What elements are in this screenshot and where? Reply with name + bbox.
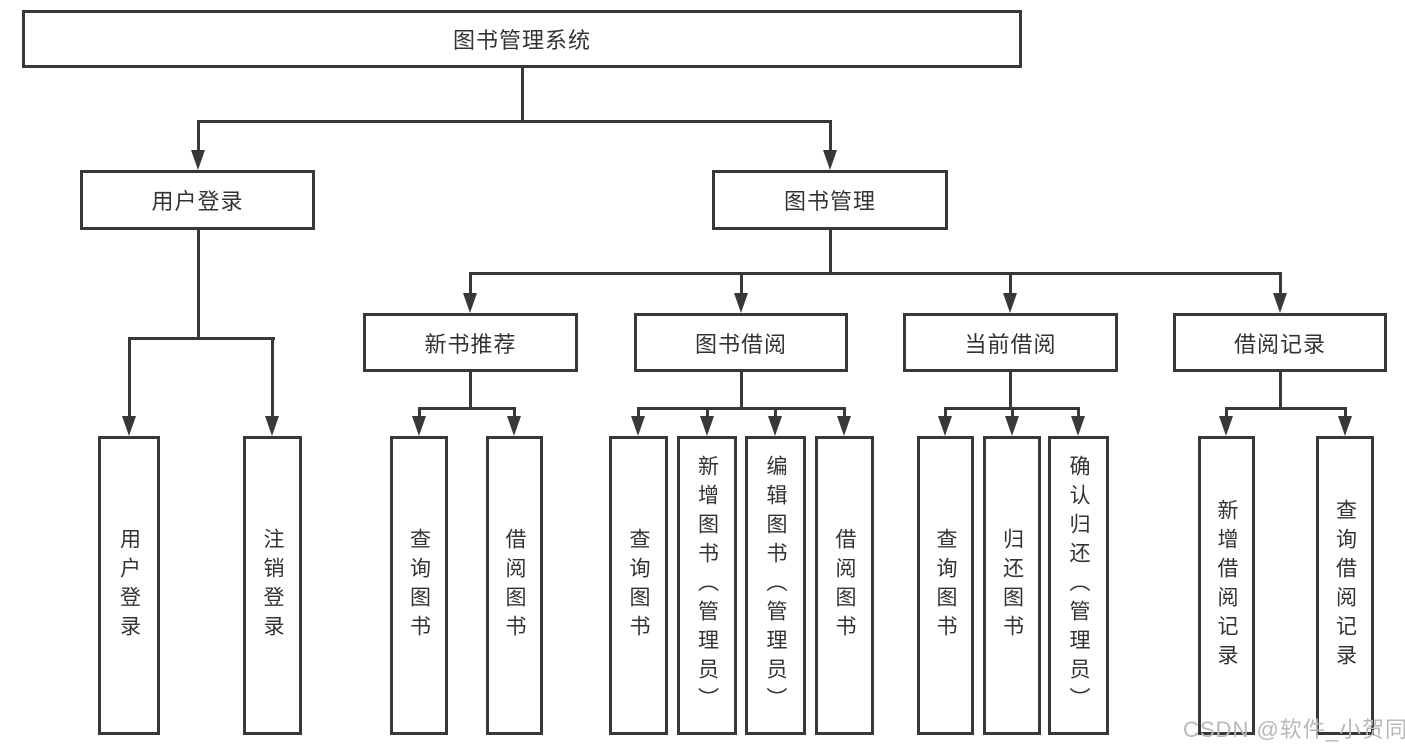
leaf-g2-borrow-books-label: 借阅图书 bbox=[833, 527, 856, 644]
node-group-borrowing-label: 图书借阅 bbox=[694, 331, 787, 357]
arrow-down-icon bbox=[1003, 293, 1017, 313]
arrow-down-icon bbox=[1338, 416, 1352, 436]
arrow-down-icon bbox=[122, 416, 136, 436]
connector-group4-stem bbox=[1279, 372, 1282, 407]
node-group-borrowing: 图书借阅 bbox=[634, 313, 848, 372]
connector-drop-group-1 bbox=[469, 272, 472, 294]
connector-drop-g4c1 bbox=[1225, 407, 1228, 417]
arrow-down-icon bbox=[1005, 416, 1019, 436]
connector-group1-split bbox=[418, 407, 516, 410]
node-group-current-label: 当前借阅 bbox=[964, 331, 1057, 357]
arrow-down-icon bbox=[265, 416, 279, 436]
arrow-down-icon bbox=[191, 150, 205, 170]
connector-group3-stem bbox=[1009, 372, 1012, 407]
node-group-new-books-label: 新书推荐 bbox=[424, 331, 517, 357]
node-book-mgmt-label: 图书管理 bbox=[783, 189, 876, 214]
leaf-g3-return-books-label: 归还图书 bbox=[1000, 527, 1024, 644]
leaf-g3-return-books: 归还图书 bbox=[983, 436, 1041, 735]
leaf-g2-query-books-label: 查询图书 bbox=[627, 527, 650, 644]
arrow-down-icon bbox=[507, 416, 521, 436]
connector-drop-g3c3 bbox=[1077, 407, 1080, 417]
node-group-current: 当前借阅 bbox=[903, 313, 1118, 372]
node-root-label: 图书管理系统 bbox=[452, 28, 591, 53]
node-user-login-label: 用户登录 bbox=[151, 189, 244, 214]
leaf-user-login: 用户登录 bbox=[98, 436, 160, 735]
node-user-login: 用户登录 bbox=[80, 170, 315, 230]
connector-drop-g1c2 bbox=[513, 407, 516, 417]
connector-group2-stem bbox=[740, 372, 743, 407]
connector-drop-user bbox=[197, 120, 200, 152]
arrow-down-icon bbox=[837, 416, 851, 436]
leaf-g4-add-record-label: 新增借阅记录 bbox=[1215, 498, 1238, 673]
arrow-down-icon bbox=[768, 416, 782, 436]
leaf-g4-query-record: 查询借阅记录 bbox=[1316, 436, 1374, 735]
arrow-down-icon bbox=[700, 416, 714, 436]
connector-drop-g4c2 bbox=[1344, 407, 1347, 417]
leaf-g4-add-record: 新增借阅记录 bbox=[1198, 436, 1255, 735]
arrow-down-icon bbox=[938, 416, 952, 436]
connector-root-stem bbox=[521, 68, 524, 120]
connector-drop-group-2 bbox=[740, 272, 743, 294]
connector-drop-book bbox=[829, 120, 832, 152]
leaf-g1-query-books: 查询图书 bbox=[390, 436, 448, 735]
node-root: 图书管理系统 bbox=[22, 10, 1022, 68]
leaf-g2-edit-books-admin-label: 编辑图书（管理员） bbox=[764, 455, 787, 716]
connector-user-stem bbox=[197, 230, 200, 337]
node-book-mgmt: 图书管理 bbox=[712, 170, 948, 230]
leaf-logout-label: 注销登录 bbox=[261, 527, 284, 644]
connector-drop-group-3 bbox=[1009, 272, 1012, 294]
watermark: CSDN @软件_小贺同学 bbox=[1183, 717, 1405, 742]
node-group-new-books: 新书推荐 bbox=[363, 313, 578, 372]
connector-root-split bbox=[197, 120, 832, 123]
arrow-down-icon bbox=[631, 416, 645, 436]
connector-drop-group-4 bbox=[1279, 272, 1282, 294]
connector-drop-g2c4 bbox=[843, 407, 846, 417]
leaf-g1-query-books-label: 查询图书 bbox=[407, 527, 431, 644]
connector-drop-g3c1 bbox=[944, 407, 947, 417]
leaf-logout: 注销登录 bbox=[243, 436, 302, 735]
arrow-down-icon bbox=[1071, 416, 1085, 436]
leaf-g1-borrow-books: 借阅图书 bbox=[486, 436, 543, 735]
leaf-g2-query-books: 查询图书 bbox=[609, 436, 668, 735]
connector-group2-split bbox=[637, 407, 846, 410]
leaf-g2-edit-books-admin: 编辑图书（管理员） bbox=[745, 436, 806, 735]
leaf-g3-query-books: 查询图书 bbox=[917, 436, 974, 735]
leaf-g4-query-record-label: 查询借阅记录 bbox=[1333, 498, 1357, 673]
leaf-g2-add-books-admin-label: 新增图书（管理员） bbox=[695, 455, 719, 716]
connector-user-split bbox=[128, 337, 275, 340]
arrow-down-icon bbox=[412, 416, 426, 436]
connector-group4-split bbox=[1225, 407, 1346, 410]
leaf-g3-confirm-return-admin-label: 确认归还（管理员） bbox=[1067, 455, 1090, 716]
leaf-g2-borrow-books: 借阅图书 bbox=[815, 436, 874, 735]
connector-drop-g3c2 bbox=[1011, 407, 1014, 417]
arrow-down-icon bbox=[823, 150, 837, 170]
connector-group1-stem bbox=[469, 372, 472, 407]
connector-book-split bbox=[469, 272, 1282, 275]
connector-drop-g2c3 bbox=[774, 407, 777, 417]
leaf-g3-query-books-label: 查询图书 bbox=[934, 527, 957, 644]
leaf-g3-confirm-return-admin: 确认归还（管理员） bbox=[1048, 436, 1109, 735]
leaf-g2-add-books-admin: 新增图书（管理员） bbox=[677, 436, 737, 735]
connector-drop-g2c1 bbox=[637, 407, 640, 417]
connector-drop-g1c1 bbox=[418, 407, 421, 417]
leaf-g1-borrow-books-label: 借阅图书 bbox=[503, 527, 526, 644]
connector-drop-user-child-1 bbox=[128, 337, 131, 417]
arrow-down-icon bbox=[1273, 293, 1287, 313]
connector-drop-user-child-2 bbox=[271, 337, 274, 417]
node-group-records: 借阅记录 bbox=[1173, 313, 1387, 372]
connector-book-stem bbox=[829, 230, 832, 272]
leaf-user-login-label: 用户登录 bbox=[117, 527, 141, 644]
arrow-down-icon bbox=[1219, 416, 1233, 436]
connector-drop-g2c2 bbox=[706, 407, 709, 417]
arrow-down-icon bbox=[463, 293, 477, 313]
arrow-down-icon bbox=[734, 293, 748, 313]
node-group-records-label: 借阅记录 bbox=[1233, 331, 1326, 357]
